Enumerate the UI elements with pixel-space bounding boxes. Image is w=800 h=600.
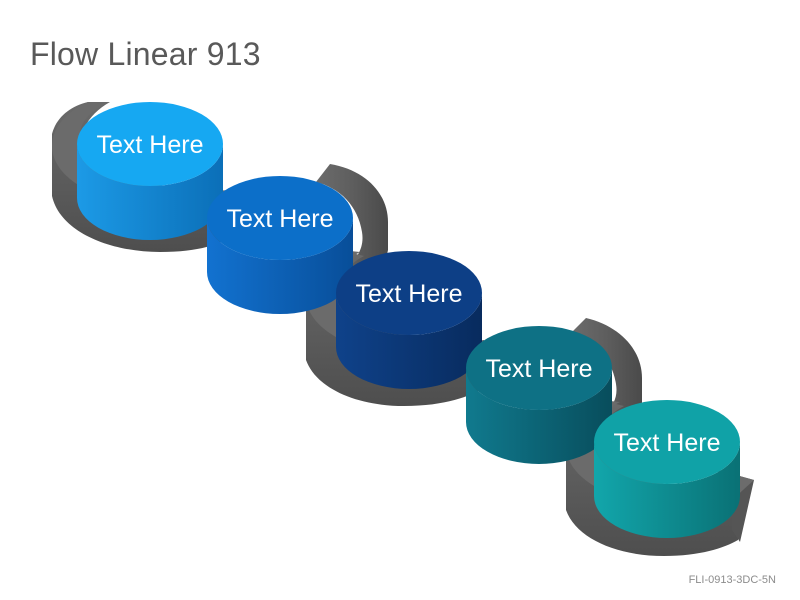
step-1-top: [77, 102, 223, 186]
step-1: Text Here: [77, 102, 223, 240]
step-3-top: [336, 251, 482, 335]
step-5-label: Text Here: [614, 429, 721, 457]
step-4-side: [466, 368, 612, 464]
step-4: Text Here: [466, 326, 612, 464]
step-2-top: [207, 176, 353, 260]
step-5-side: [594, 442, 740, 538]
footer-code: FLI-0913-3DC-5N: [688, 574, 776, 586]
step-2-side: [207, 218, 353, 314]
step-3: Text Here: [336, 251, 482, 389]
step-4-label: Text Here: [486, 355, 593, 383]
step-2-label: Text Here: [227, 205, 334, 233]
step-5: Text Here: [594, 400, 740, 538]
step-4-top: [466, 326, 612, 410]
step-3-label: Text Here: [356, 280, 463, 308]
step-1-side: [77, 144, 223, 240]
step-1-label: Text Here: [97, 131, 204, 159]
step-5-top: [594, 400, 740, 484]
step-3-side: [336, 293, 482, 389]
page-title: Flow Linear 913: [30, 36, 261, 72]
step-2: Text Here: [207, 176, 353, 314]
